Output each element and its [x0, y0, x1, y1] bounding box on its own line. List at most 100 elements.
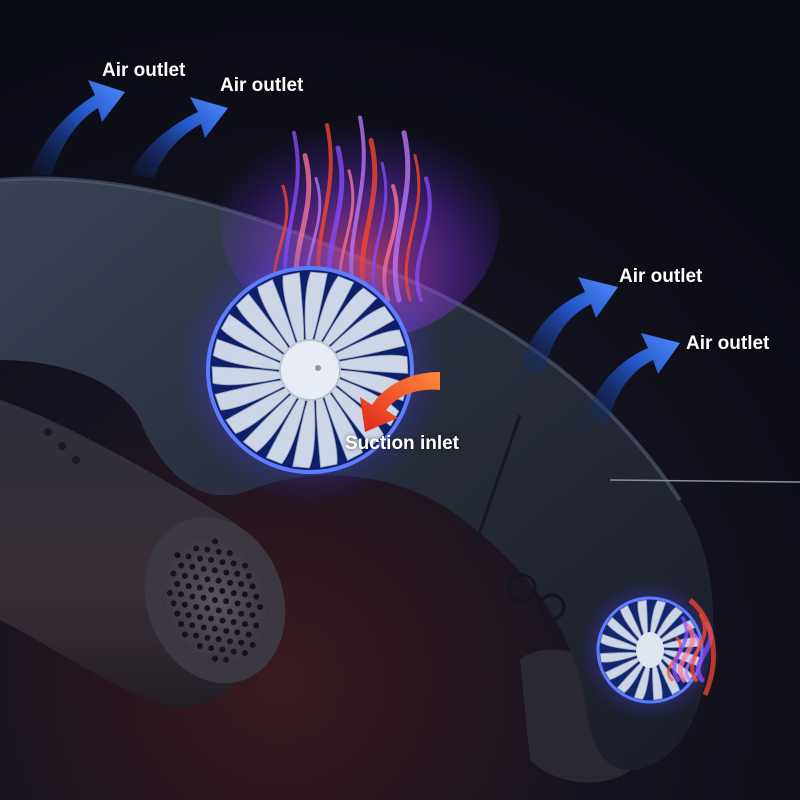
grille-hole [253, 622, 260, 629]
grille-hole [223, 656, 230, 663]
fan-blade [606, 616, 639, 646]
grille-hole [215, 607, 222, 614]
fan-blade [315, 394, 338, 468]
fan-blade [313, 275, 355, 345]
grille-hole [226, 608, 233, 615]
fan-blade [304, 271, 328, 343]
grille-hole [181, 631, 188, 638]
heat-wisp [672, 616, 689, 682]
fan-blade [214, 379, 287, 411]
grille-hole [219, 617, 226, 624]
grille-hole [196, 555, 203, 562]
grille-hole [238, 581, 245, 588]
suction-inlet-label: Suction inlet [345, 433, 459, 454]
grille-hole [193, 603, 200, 610]
grille-hole [193, 632, 200, 639]
grille-hole [211, 625, 218, 632]
grille-hole [242, 621, 249, 628]
fan-blade [242, 392, 299, 453]
grille-hole [245, 572, 252, 579]
grille-hole [212, 597, 218, 603]
grille-hole [234, 600, 241, 607]
grille-hole [241, 591, 248, 598]
grille-hole [204, 576, 211, 583]
grille-hole [238, 610, 245, 617]
grille-hole [249, 583, 256, 590]
grille-hole [219, 559, 226, 566]
grille-hole [212, 655, 219, 662]
grille-hole [249, 612, 256, 619]
grille-hole [193, 545, 200, 552]
grille-hole [253, 593, 260, 600]
grille-hole [245, 631, 252, 638]
grille-hole [196, 584, 203, 591]
callout-line [609, 479, 800, 483]
grille-hole [185, 553, 192, 560]
heat-wisp [677, 624, 696, 683]
grille-hole [189, 622, 196, 629]
fan-blade [652, 662, 663, 701]
grille-hole [230, 560, 237, 567]
grille-hole [230, 648, 237, 655]
heat-wisp [690, 613, 707, 682]
grille-hole [174, 552, 181, 559]
fan-blade [336, 354, 409, 374]
fan-blade [637, 599, 648, 638]
grille-hole [215, 577, 222, 584]
grille-hole [177, 591, 184, 598]
grille-hole [174, 580, 181, 587]
grille-hole [230, 590, 237, 597]
mode-button-icon [538, 593, 566, 621]
fan-blade [654, 606, 684, 639]
grille-hole [234, 570, 241, 577]
grille-hole [204, 634, 211, 641]
air-outlet-label-2: Air outlet [220, 75, 304, 96]
grille-hole [241, 649, 248, 656]
fan-blade [257, 278, 297, 350]
grille-hole [208, 586, 215, 593]
grille-hole [185, 611, 192, 618]
fan-icon [175, 235, 445, 505]
grille-hole [249, 641, 256, 648]
grille-hole [208, 645, 215, 652]
grille-hole [181, 601, 188, 608]
grille-hole [211, 538, 218, 545]
fan-blade [599, 652, 638, 663]
grille-hole [204, 546, 211, 553]
fan-blade [292, 397, 316, 469]
fan-blade [323, 390, 363, 462]
grille-hole [223, 628, 230, 635]
grille-hole [208, 615, 215, 622]
grille-hole [245, 601, 252, 608]
left-tube [0, 400, 286, 708]
grille-hole [219, 587, 226, 594]
suction-arrow-icon [360, 372, 440, 432]
grille-hole [193, 574, 200, 581]
grille-hole [223, 569, 230, 576]
fan-blade [235, 293, 291, 356]
grille-hole [170, 600, 177, 607]
fan-blade [633, 663, 651, 700]
grille-hole [200, 624, 207, 631]
fan-blade [604, 657, 641, 681]
grille-hole [189, 593, 196, 600]
fan-blade [327, 305, 395, 354]
fan-blade [265, 395, 307, 465]
fan-blade [333, 329, 406, 361]
fan-blade [649, 600, 667, 637]
grille-hole [181, 572, 188, 579]
grille-hole [257, 603, 264, 610]
grille-hole [234, 629, 241, 636]
air-outlet-label-1: Air outlet [102, 60, 186, 81]
grille-hole [211, 567, 218, 574]
grille-hole [200, 565, 207, 572]
fan-blade [225, 386, 293, 435]
grille-hole [223, 598, 230, 605]
grille-holes [166, 538, 264, 663]
heat-wisp [415, 176, 432, 302]
air-outlet-label-3: Air outlet [619, 266, 703, 287]
grille-hole [226, 550, 233, 557]
fan-blade [211, 366, 284, 386]
